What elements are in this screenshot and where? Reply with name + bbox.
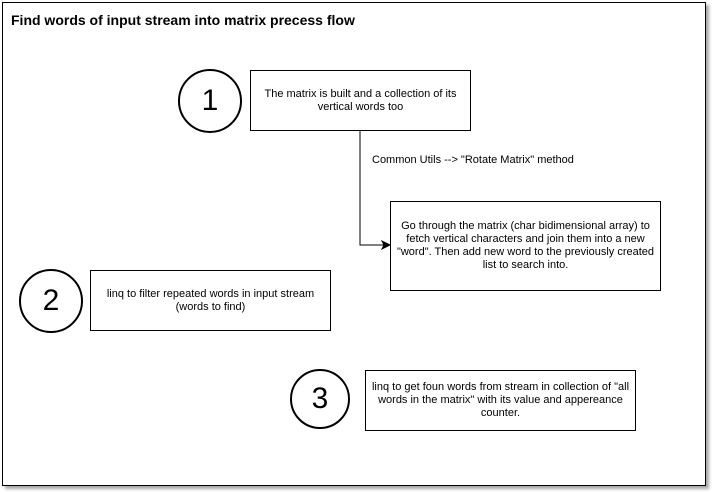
step-3-box: linq to get foun words from stream in co… [365,370,636,431]
diagram-title: Find words of input stream into matrix p… [11,12,355,28]
step-3-text: linq to get foun words from stream in co… [371,381,630,419]
step-3-circle: 3 [290,369,350,429]
step-1-circle: 1 [178,69,242,133]
edge-label: Common Utils --> "Rotate Matrix" method [372,154,574,166]
detail-text: Go through the matrix (char bidimensiona… [396,220,655,271]
step-3-number: 3 [311,382,329,415]
step-1-text: The matrix is built and a collection of … [264,87,457,113]
step-2-text: linq to filter repeated words in input s… [106,287,315,313]
step-2-number: 2 [42,284,60,317]
detail-box: Go through the matrix (char bidimensiona… [390,201,661,291]
step-1-number: 1 [201,84,219,117]
step-2-circle: 2 [19,269,83,333]
step-1-box: The matrix is built and a collection of … [250,70,471,131]
step-2-box: linq to filter repeated words in input s… [90,270,331,331]
